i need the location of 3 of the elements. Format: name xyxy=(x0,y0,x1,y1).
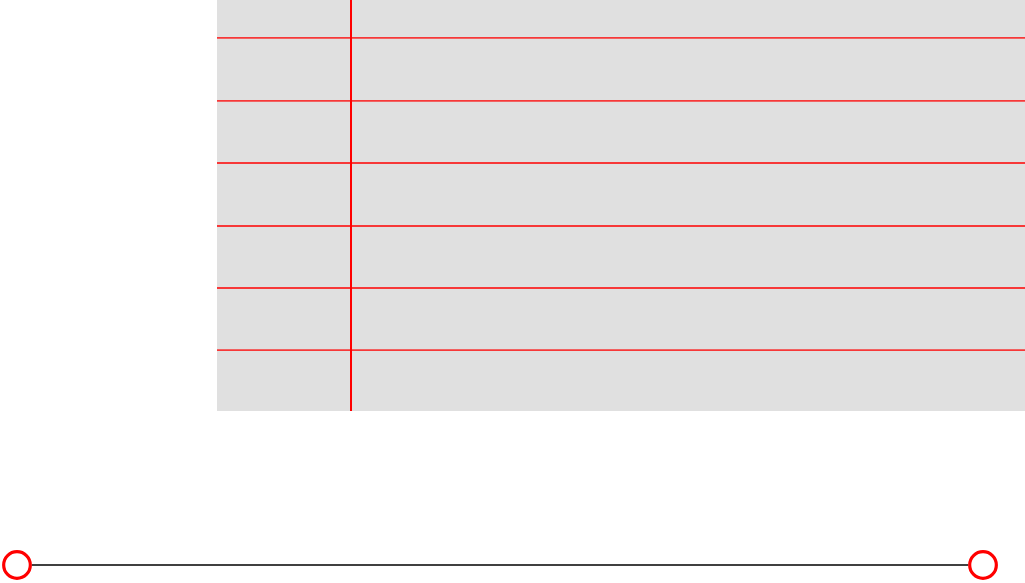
circle-node xyxy=(968,550,998,580)
circle-node xyxy=(2,550,32,580)
connector-line xyxy=(31,564,969,566)
